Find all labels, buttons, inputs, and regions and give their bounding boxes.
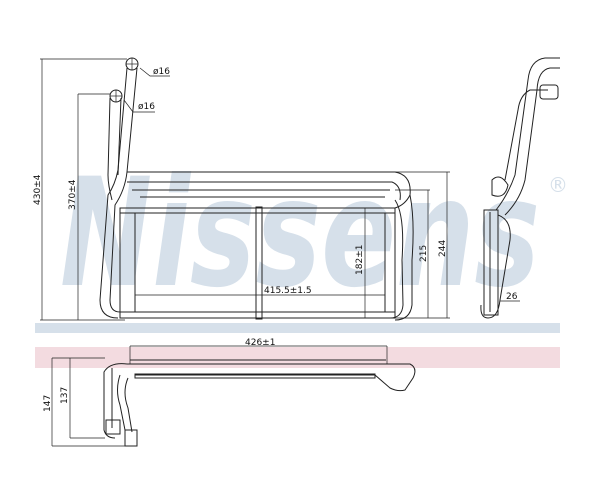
- dim-depth: 26: [506, 292, 518, 302]
- dim-core-width: 415.5±1.5: [264, 286, 312, 296]
- pink-band: [35, 347, 560, 368]
- dim-height-215: 215: [419, 245, 429, 262]
- side-view: 26: [480, 57, 560, 319]
- dim-pipe-diameter-2: ø16: [138, 102, 155, 112]
- blue-band: [35, 323, 560, 333]
- top-view: 426±1 147 137: [43, 338, 416, 447]
- registered-mark: ®: [548, 173, 568, 197]
- dim-pipe-diameter-1: ø16: [153, 67, 170, 77]
- dim-bottom-height-147: 147: [43, 395, 53, 412]
- front-view: ø16 ø16 430±4 370±4 415.5±1.5 182±1 215 …: [33, 57, 450, 321]
- dim-bottom-height-137: 137: [60, 387, 70, 404]
- watermark-text: Nissens: [60, 147, 540, 321]
- dim-height-244: 244: [438, 240, 448, 257]
- dim-core-height: 182±1: [355, 245, 365, 275]
- dim-total-width: 426±1: [245, 338, 275, 348]
- nissens-watermark: Nissens ®: [60, 147, 568, 321]
- dim-total-height: 430±4: [33, 174, 43, 205]
- dim-pipe-height: 370±4: [68, 179, 78, 210]
